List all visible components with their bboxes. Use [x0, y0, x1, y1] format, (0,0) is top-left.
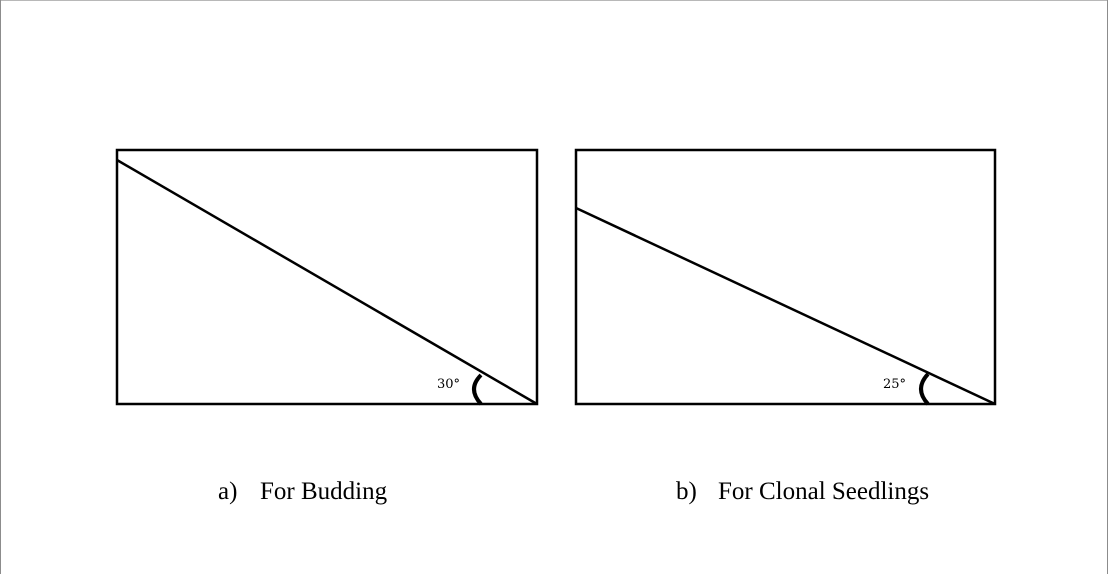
caption-b: b) For Clonal Seedlings	[676, 477, 929, 507]
diagram-a-slope-line	[116, 158, 538, 406]
caption-a-letter: a)	[218, 478, 238, 505]
diagram-a-angle-label: 30°	[437, 377, 460, 392]
diagram-b-rectangle	[574, 148, 997, 406]
frame-border-left	[0, 0, 1, 574]
diagram-b-angle-label: 25°	[883, 377, 906, 392]
diagram-b: 25°	[574, 148, 997, 406]
frame-border-top	[0, 0, 1108, 1]
caption-a: a) For Budding	[218, 477, 387, 507]
diagram-a: 30°	[115, 148, 539, 406]
diagram-b-angle-arc	[919, 372, 930, 406]
diagram-b-slope-line	[575, 206, 996, 406]
diagram-a-rectangle	[115, 148, 539, 406]
caption-b-letter: b)	[676, 478, 697, 505]
caption-a-text: For Budding	[260, 478, 388, 505]
caption-b-text: For Clonal Seedlings	[718, 478, 930, 505]
diagram-a-angle-arc	[472, 373, 483, 406]
